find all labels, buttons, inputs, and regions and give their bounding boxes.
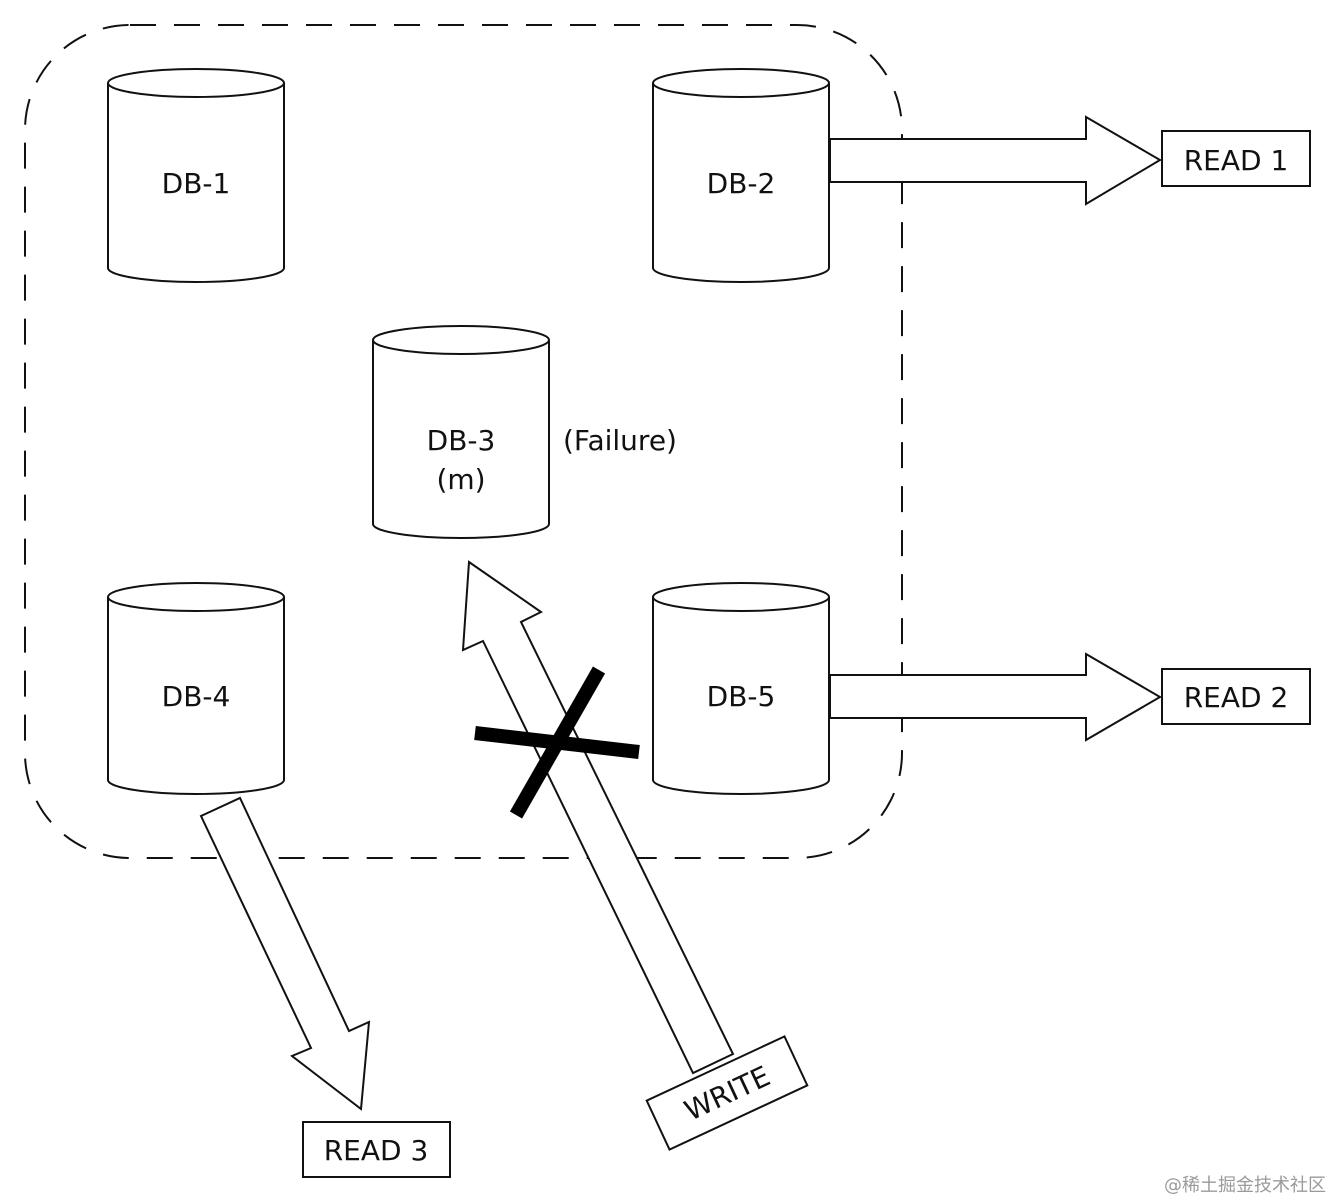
write-arrow <box>461 560 735 1075</box>
read-2-arrow <box>829 652 1162 742</box>
failure-cross-icon <box>474 666 640 819</box>
db-1-label: DB-1 <box>162 167 231 200</box>
db-1-cylinder: DB-1 <box>107 68 285 283</box>
db-4-label: DB-4 <box>162 680 231 713</box>
db-5-label: DB-5 <box>707 680 776 713</box>
db-2-cylinder: DB-2 <box>652 68 830 283</box>
read-2-box: READ 2 <box>1161 668 1311 725</box>
read-3-box: READ 3 <box>302 1121 451 1178</box>
read-3-arrow <box>199 796 371 1111</box>
db-4-cylinder: DB-4 <box>107 582 285 795</box>
cluster-boundary <box>24 24 903 859</box>
read-1-box: READ 1 <box>1161 130 1311 187</box>
read-2-label: READ 2 <box>1184 681 1289 714</box>
read-1-label: READ 1 <box>1184 144 1289 177</box>
watermark: @稀土掘金技术社区 <box>1164 1175 1326 1196</box>
db-3-role-label: (m) <box>436 463 485 496</box>
read-3-label: READ 3 <box>324 1134 429 1167</box>
db-3-cylinder: DB-3 (m) <box>372 325 550 539</box>
failure-label: (Failure) <box>563 424 677 457</box>
db-2-label: DB-2 <box>707 167 776 200</box>
db-3-label: DB-3 <box>427 424 496 457</box>
read-1-arrow <box>829 115 1162 206</box>
db-5-cylinder: DB-5 <box>652 582 830 795</box>
